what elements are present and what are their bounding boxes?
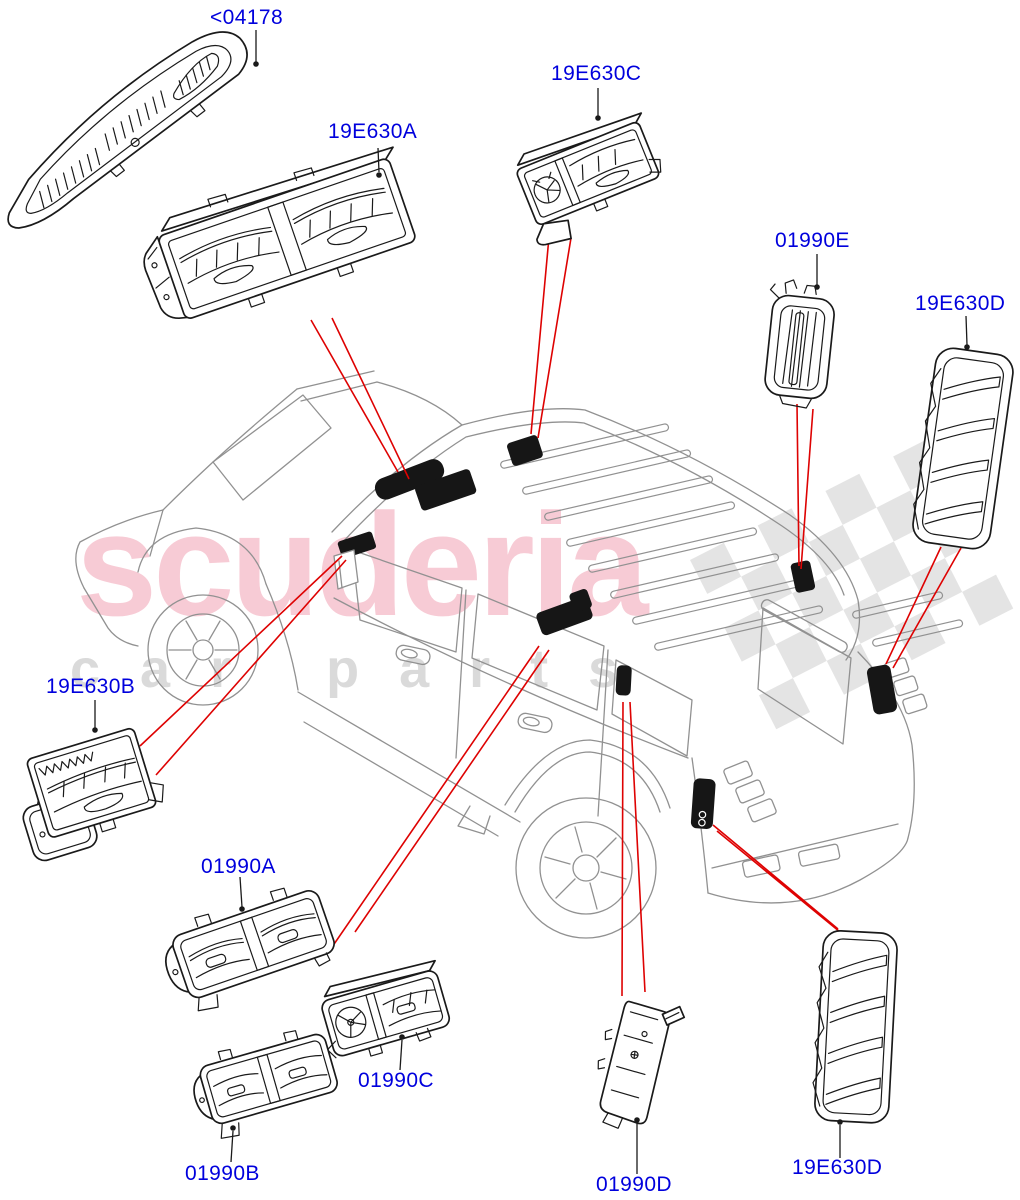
part-drawing-01990D [597,1000,686,1129]
part-label-01990E[interactable]: 01990E [775,229,850,252]
part-drawing-19E630C [516,112,662,246]
part-label-19E630C[interactable]: 19E630C [551,62,642,85]
part-drawing-04178 [7,31,248,229]
part-drawing-01990E [764,279,835,409]
part-label-19E630D-upper[interactable]: 19E630D [915,292,1006,315]
red-locator-lines [139,236,962,997]
part-drawing-01990A [164,887,335,1012]
part-label-01990B[interactable]: 01990B [185,1162,260,1185]
watermark-tagline: car parts [70,639,659,699]
part-drawing-19E630D-upper [912,347,1014,550]
part-drawing-19E630A [143,146,416,320]
part-label-19E630B[interactable]: 19E630B [46,675,136,698]
part-drawing-01990C [321,959,451,1059]
part-drawing-19E630B [22,727,164,862]
part-label-19E630A[interactable]: 19E630A [328,120,418,143]
part-label-01990C[interactable]: 01990C [358,1069,434,1092]
part-label-01990A[interactable]: 01990A [201,855,276,878]
part-label-19E630D-lower[interactable]: 19E630D [792,1156,883,1179]
label-leader-lines [92,30,970,1174]
part-drawing-01990B [193,1030,338,1139]
part-drawing-19E630D-lower [812,930,898,1124]
part-label-01990D[interactable]: 01990D [596,1173,672,1196]
part-label-04178[interactable]: <04178 [210,6,284,29]
car-illustration [75,370,964,939]
